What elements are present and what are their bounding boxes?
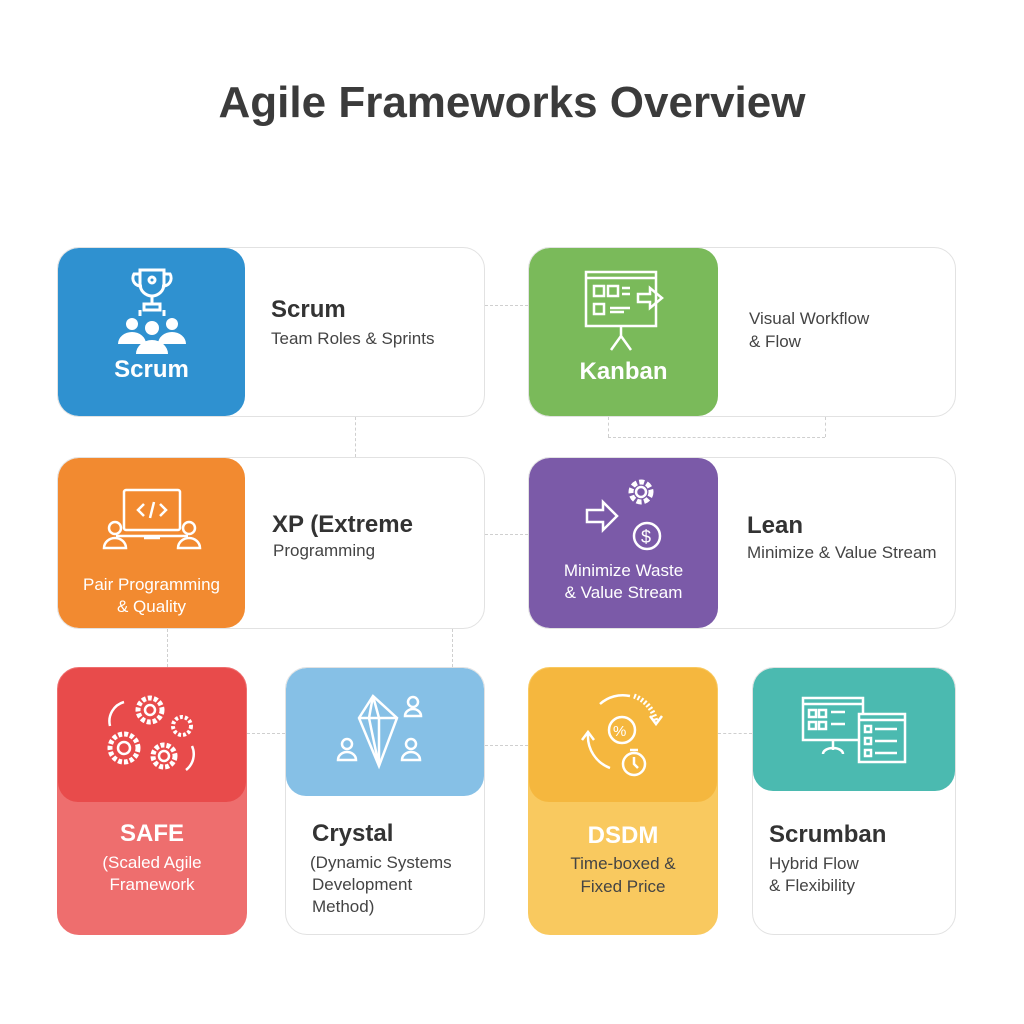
gears-icon: [107, 695, 195, 771]
card-subtitle: Time-boxed &: [570, 854, 676, 873]
card-kanban[interactable]: Kanban Visual Workflow & Flow: [528, 247, 956, 417]
panel-label: Scrum: [114, 356, 189, 383]
page-title: Agile Frameworks Overview: [218, 78, 806, 127]
card-title: SAFE: [119, 820, 184, 847]
card-lean[interactable]: $ Minimize Waste & Value Stream Lean Min…: [528, 457, 956, 629]
connector: [485, 305, 528, 306]
card-subtitle: Framework: [109, 875, 195, 894]
card-title: Crystal: [312, 820, 394, 847]
connector: [247, 733, 285, 734]
card-title: Scrumban: [769, 821, 887, 848]
card-subtitle: Development: [312, 875, 413, 894]
pair-programming-icon: [102, 488, 201, 550]
panel-label: Kanban: [579, 358, 668, 385]
crystal-people-icon: [336, 694, 423, 770]
connector: [608, 417, 609, 437]
card-subtitle: Method): [312, 897, 375, 916]
card-scrumban[interactable]: Scrumban Hybrid Flow & Flexibility: [752, 667, 956, 935]
timebox-icon: %: [581, 693, 663, 777]
card-subtitle: (Dynamic Systems: [310, 853, 452, 872]
card-subtitle: Hybrid Flow: [769, 854, 859, 873]
card-subtitle: Minimize & Value Stream: [747, 543, 937, 562]
kanban-board-icon: [584, 270, 664, 351]
card-subtitle: Fixed Price: [580, 877, 666, 896]
connector: [718, 733, 752, 734]
panel-subtitle: & Value Stream: [564, 583, 683, 602]
connector: [608, 437, 825, 438]
svg-text:%: %: [613, 723, 626, 740]
card-title: Lean: [747, 512, 804, 539]
card-subtitle: (Scaled Agile: [102, 853, 202, 872]
card-subtitle: & Flow: [749, 332, 801, 351]
card-scrum[interactable]: Scrum Scrum Team Roles & Sprints: [57, 247, 485, 417]
card-title: Scrum: [271, 296, 346, 323]
card-title: DSDM: [587, 822, 659, 849]
card-subtitle: Visual Workflow: [749, 309, 870, 328]
connector: [825, 417, 826, 437]
dual-board-icon: [801, 696, 907, 763]
connector: [167, 629, 168, 667]
connector: [452, 629, 453, 667]
card-subtitle: Team Roles & Sprints: [271, 329, 435, 348]
card-dsdm[interactable]: % DSDM Time-boxed & Fixed Price: [528, 667, 718, 935]
connector: [355, 417, 356, 457]
trophy-team-icon: [117, 268, 186, 354]
svg-text:$: $: [641, 527, 651, 547]
card-title: XP (Extreme: [272, 511, 413, 538]
panel-subtitle: Pair Programming: [83, 575, 220, 594]
card-subtitle: Programming: [273, 541, 376, 560]
gear-arrow-dollar-icon: $: [585, 479, 661, 551]
panel-subtitle: & Quality: [117, 597, 186, 616]
card-crystal[interactable]: Crystal (Dynamic Systems Development Met…: [285, 667, 485, 935]
card-safe[interactable]: SAFE (Scaled Agile Framework: [57, 667, 247, 935]
panel-subtitle: Minimize Waste: [563, 561, 684, 580]
card-subtitle: & Flexibility: [769, 876, 855, 895]
connector: [485, 745, 528, 746]
connector: [485, 534, 528, 535]
card-xp[interactable]: Pair Programming & Quality XP (Extreme P…: [57, 457, 485, 629]
